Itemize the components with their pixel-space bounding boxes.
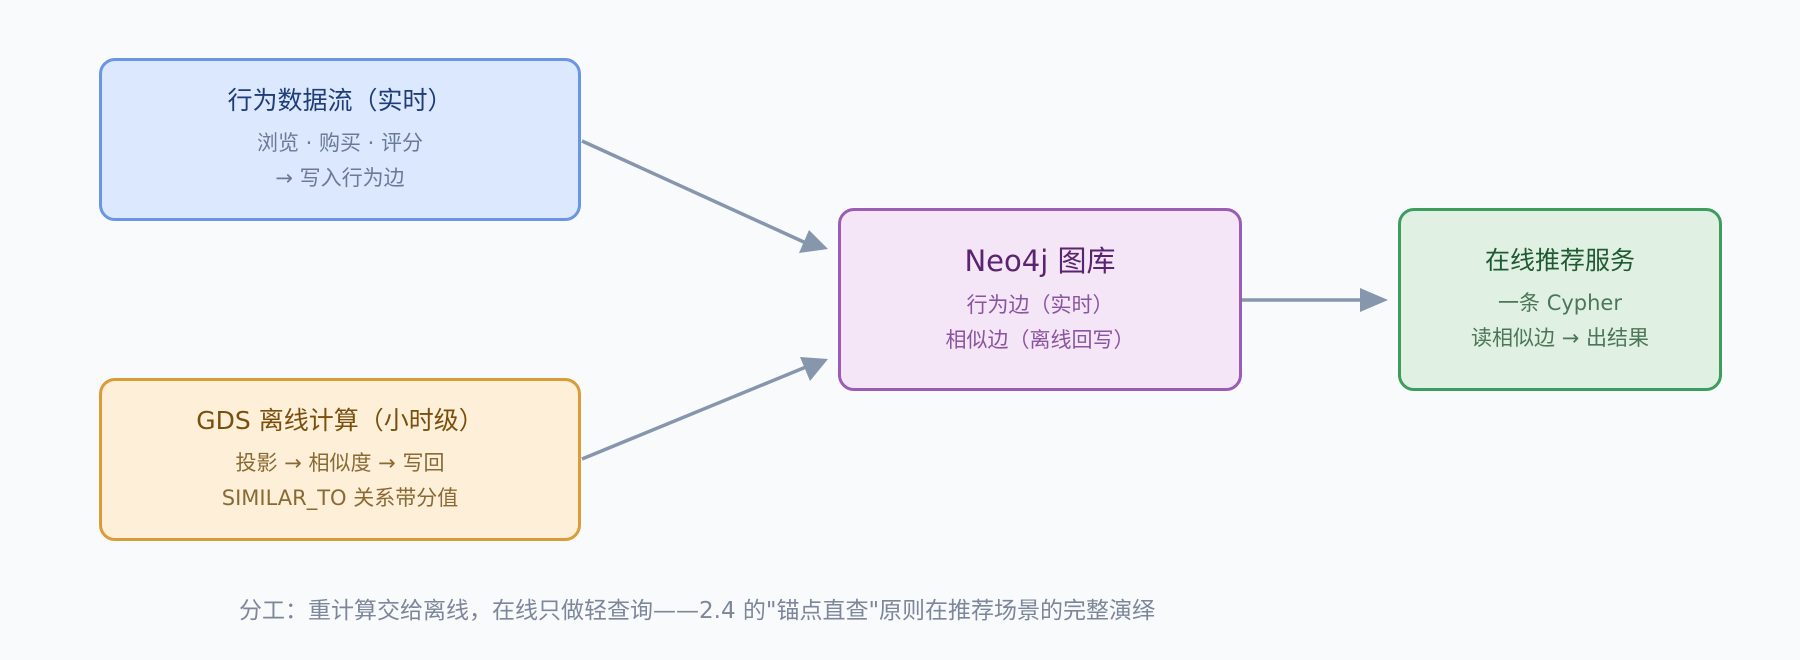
- node-online-service: 在线推荐服务 一条 Cypher 读相似边 → 出结果: [1398, 208, 1722, 391]
- node-title: Neo4j 图库: [964, 243, 1116, 278]
- edge-gds-to-neo4j: [581, 357, 828, 461]
- node-detail: 读相似边 → 出结果: [1471, 325, 1649, 350]
- node-title: 在线推荐服务: [1484, 245, 1635, 275]
- node-detail: 相似边（离线回写）: [945, 327, 1135, 352]
- edge-stream-to-neo4j: [581, 139, 828, 253]
- node-detail: 投影 → 相似度 → 写回: [235, 450, 445, 475]
- arrowhead-icon: [799, 230, 828, 253]
- footnote-caption: 分工：重计算交给离线，在线只做轻查询——2.4 的"锚点直查"原则在推荐场景的完…: [239, 598, 1156, 624]
- node-title: GDS 离线计算（小时级）: [196, 405, 484, 435]
- node-detail: SIMILAR_TO 关系带分值: [221, 485, 459, 510]
- node-detail: 浏览 · 购买 · 评分: [256, 130, 424, 155]
- edge-neo4j-to-service: [1242, 288, 1388, 312]
- node-detail: → 写入行为边: [275, 165, 405, 190]
- node-title: 行为数据流（实时）: [227, 85, 453, 115]
- arrowhead-icon: [800, 357, 828, 381]
- arrowhead-icon: [1360, 288, 1388, 312]
- node-behavior-stream: 行为数据流（实时） 浏览 · 购买 · 评分 → 写入行为边: [99, 58, 581, 221]
- node-gds-offline: GDS 离线计算（小时级） 投影 → 相似度 → 写回 SIMILAR_TO 关…: [99, 378, 581, 541]
- node-detail: 行为边（实时）: [966, 292, 1114, 317]
- node-neo4j-graph: Neo4j 图库 行为边（实时） 相似边（离线回写）: [838, 208, 1242, 391]
- node-detail: 一条 Cypher: [1498, 290, 1622, 315]
